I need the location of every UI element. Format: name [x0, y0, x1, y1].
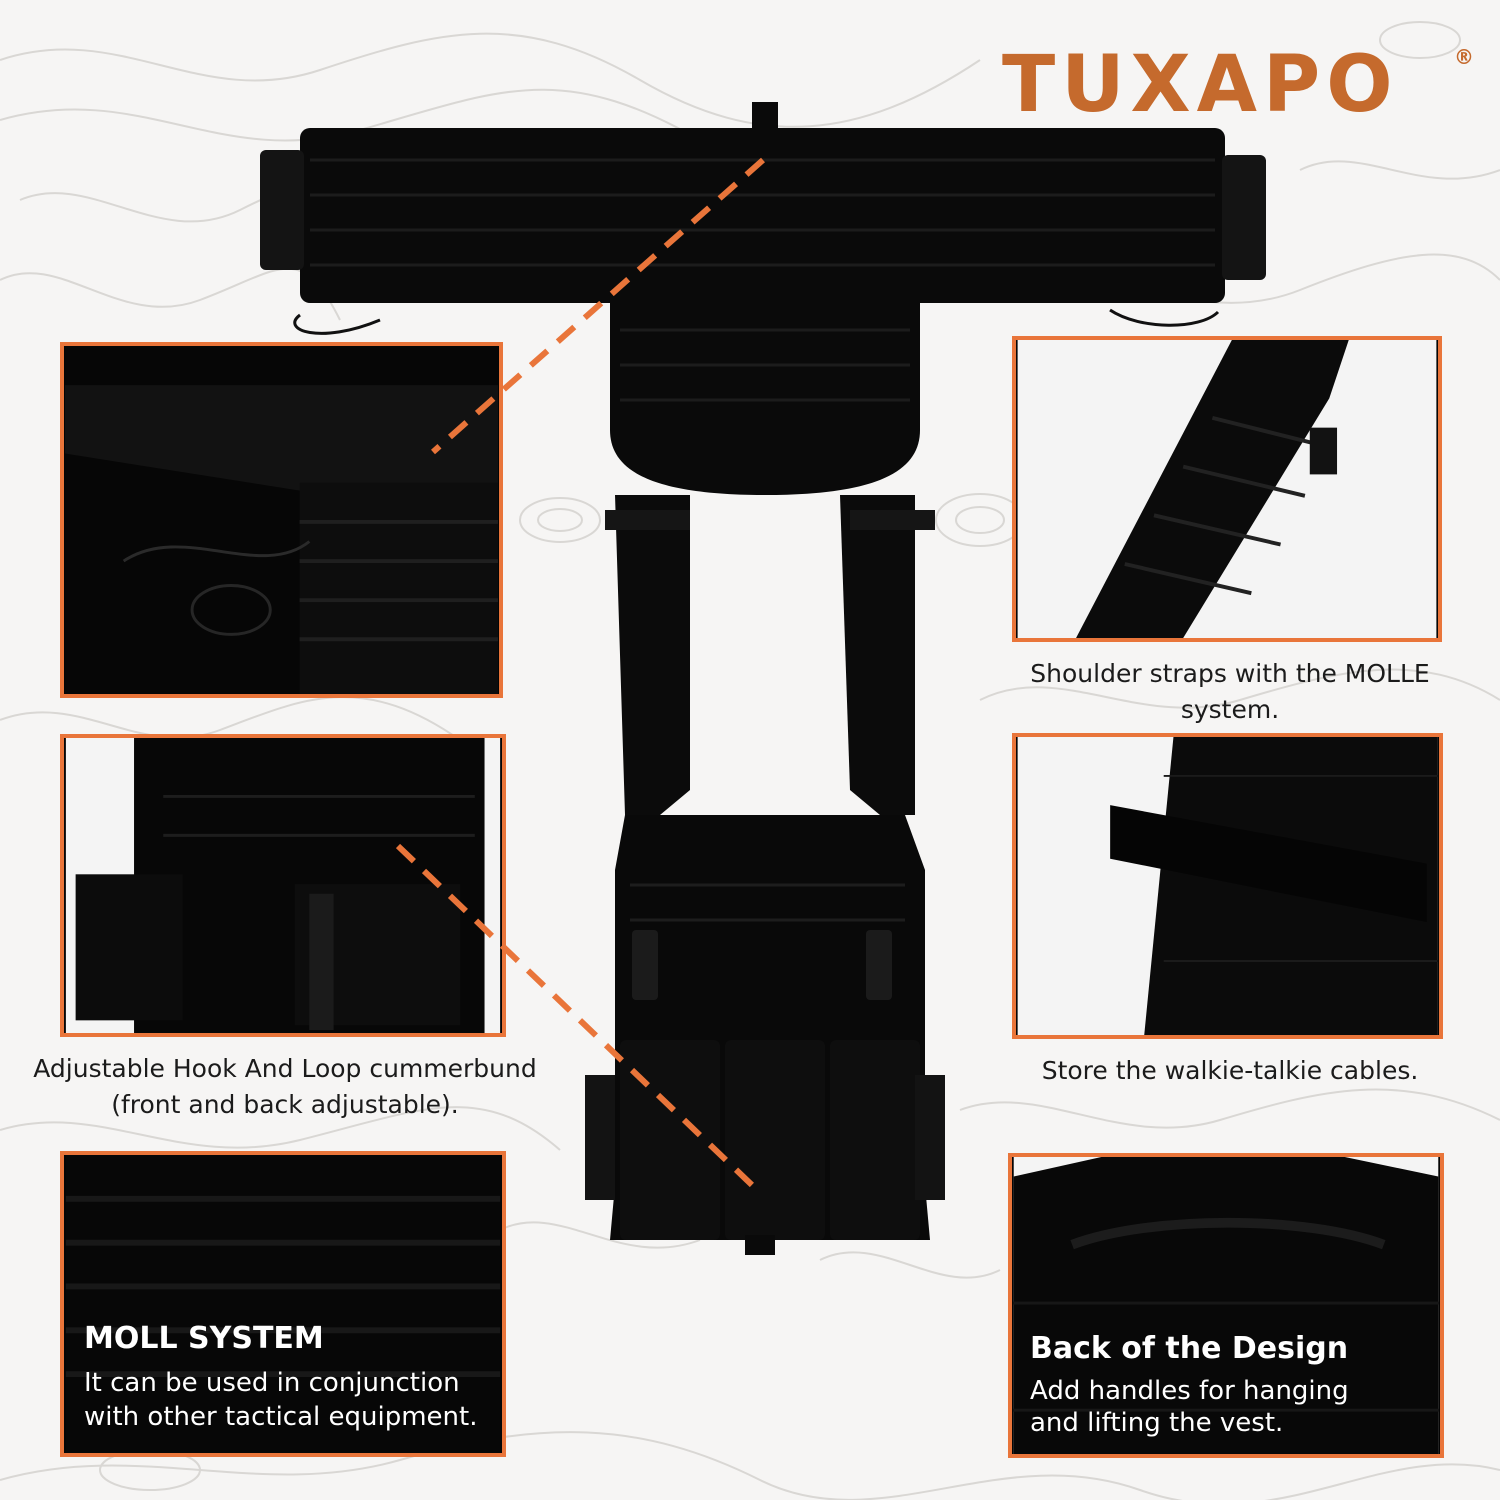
molle-webbing-closeup-photo: MOLL SYSTEM It can be used in conjunctio… [60, 1151, 506, 1457]
front-panel-closeup-photo [60, 734, 506, 1037]
shoulder-strap-closeup-photo [1012, 336, 1442, 642]
molle-text-line1: It can be used in conjunction [84, 1368, 460, 1398]
back-handle-closeup-photo: Back of the Design Add handles for hangi… [1008, 1153, 1444, 1458]
back-title: Back of the Design [1030, 1331, 1349, 1366]
cummerbund-closeup-photo [60, 342, 503, 698]
cables-caption: Store the walkie-talkie cables. [1041, 1056, 1419, 1085]
cummerbund-caption-line2: (front and back adjustable). [111, 1090, 459, 1119]
back-text-line1: Add handles for hanging [1030, 1376, 1349, 1406]
shoulder-caption: Shoulder straps with the MOLLE system. [1030, 659, 1430, 724]
cummerbund-caption: Adjustable Hook And Loop cummerbund (fro… [20, 1051, 550, 1123]
cable-loop-closeup-photo [1012, 733, 1443, 1039]
molle-text-line2: with other tactical equipment. [84, 1402, 478, 1432]
brand-logo: TUXAPO ® [1002, 40, 1474, 130]
brand-logo-text: TUXAPO [1002, 40, 1399, 130]
cummerbund-caption-line1: Adjustable Hook And Loop cummerbund [33, 1054, 537, 1083]
back-text-line2: and lifting the vest. [1030, 1408, 1284, 1438]
molle-title: MOLL SYSTEM [84, 1321, 324, 1356]
registered-mark: ® [1454, 45, 1474, 69]
